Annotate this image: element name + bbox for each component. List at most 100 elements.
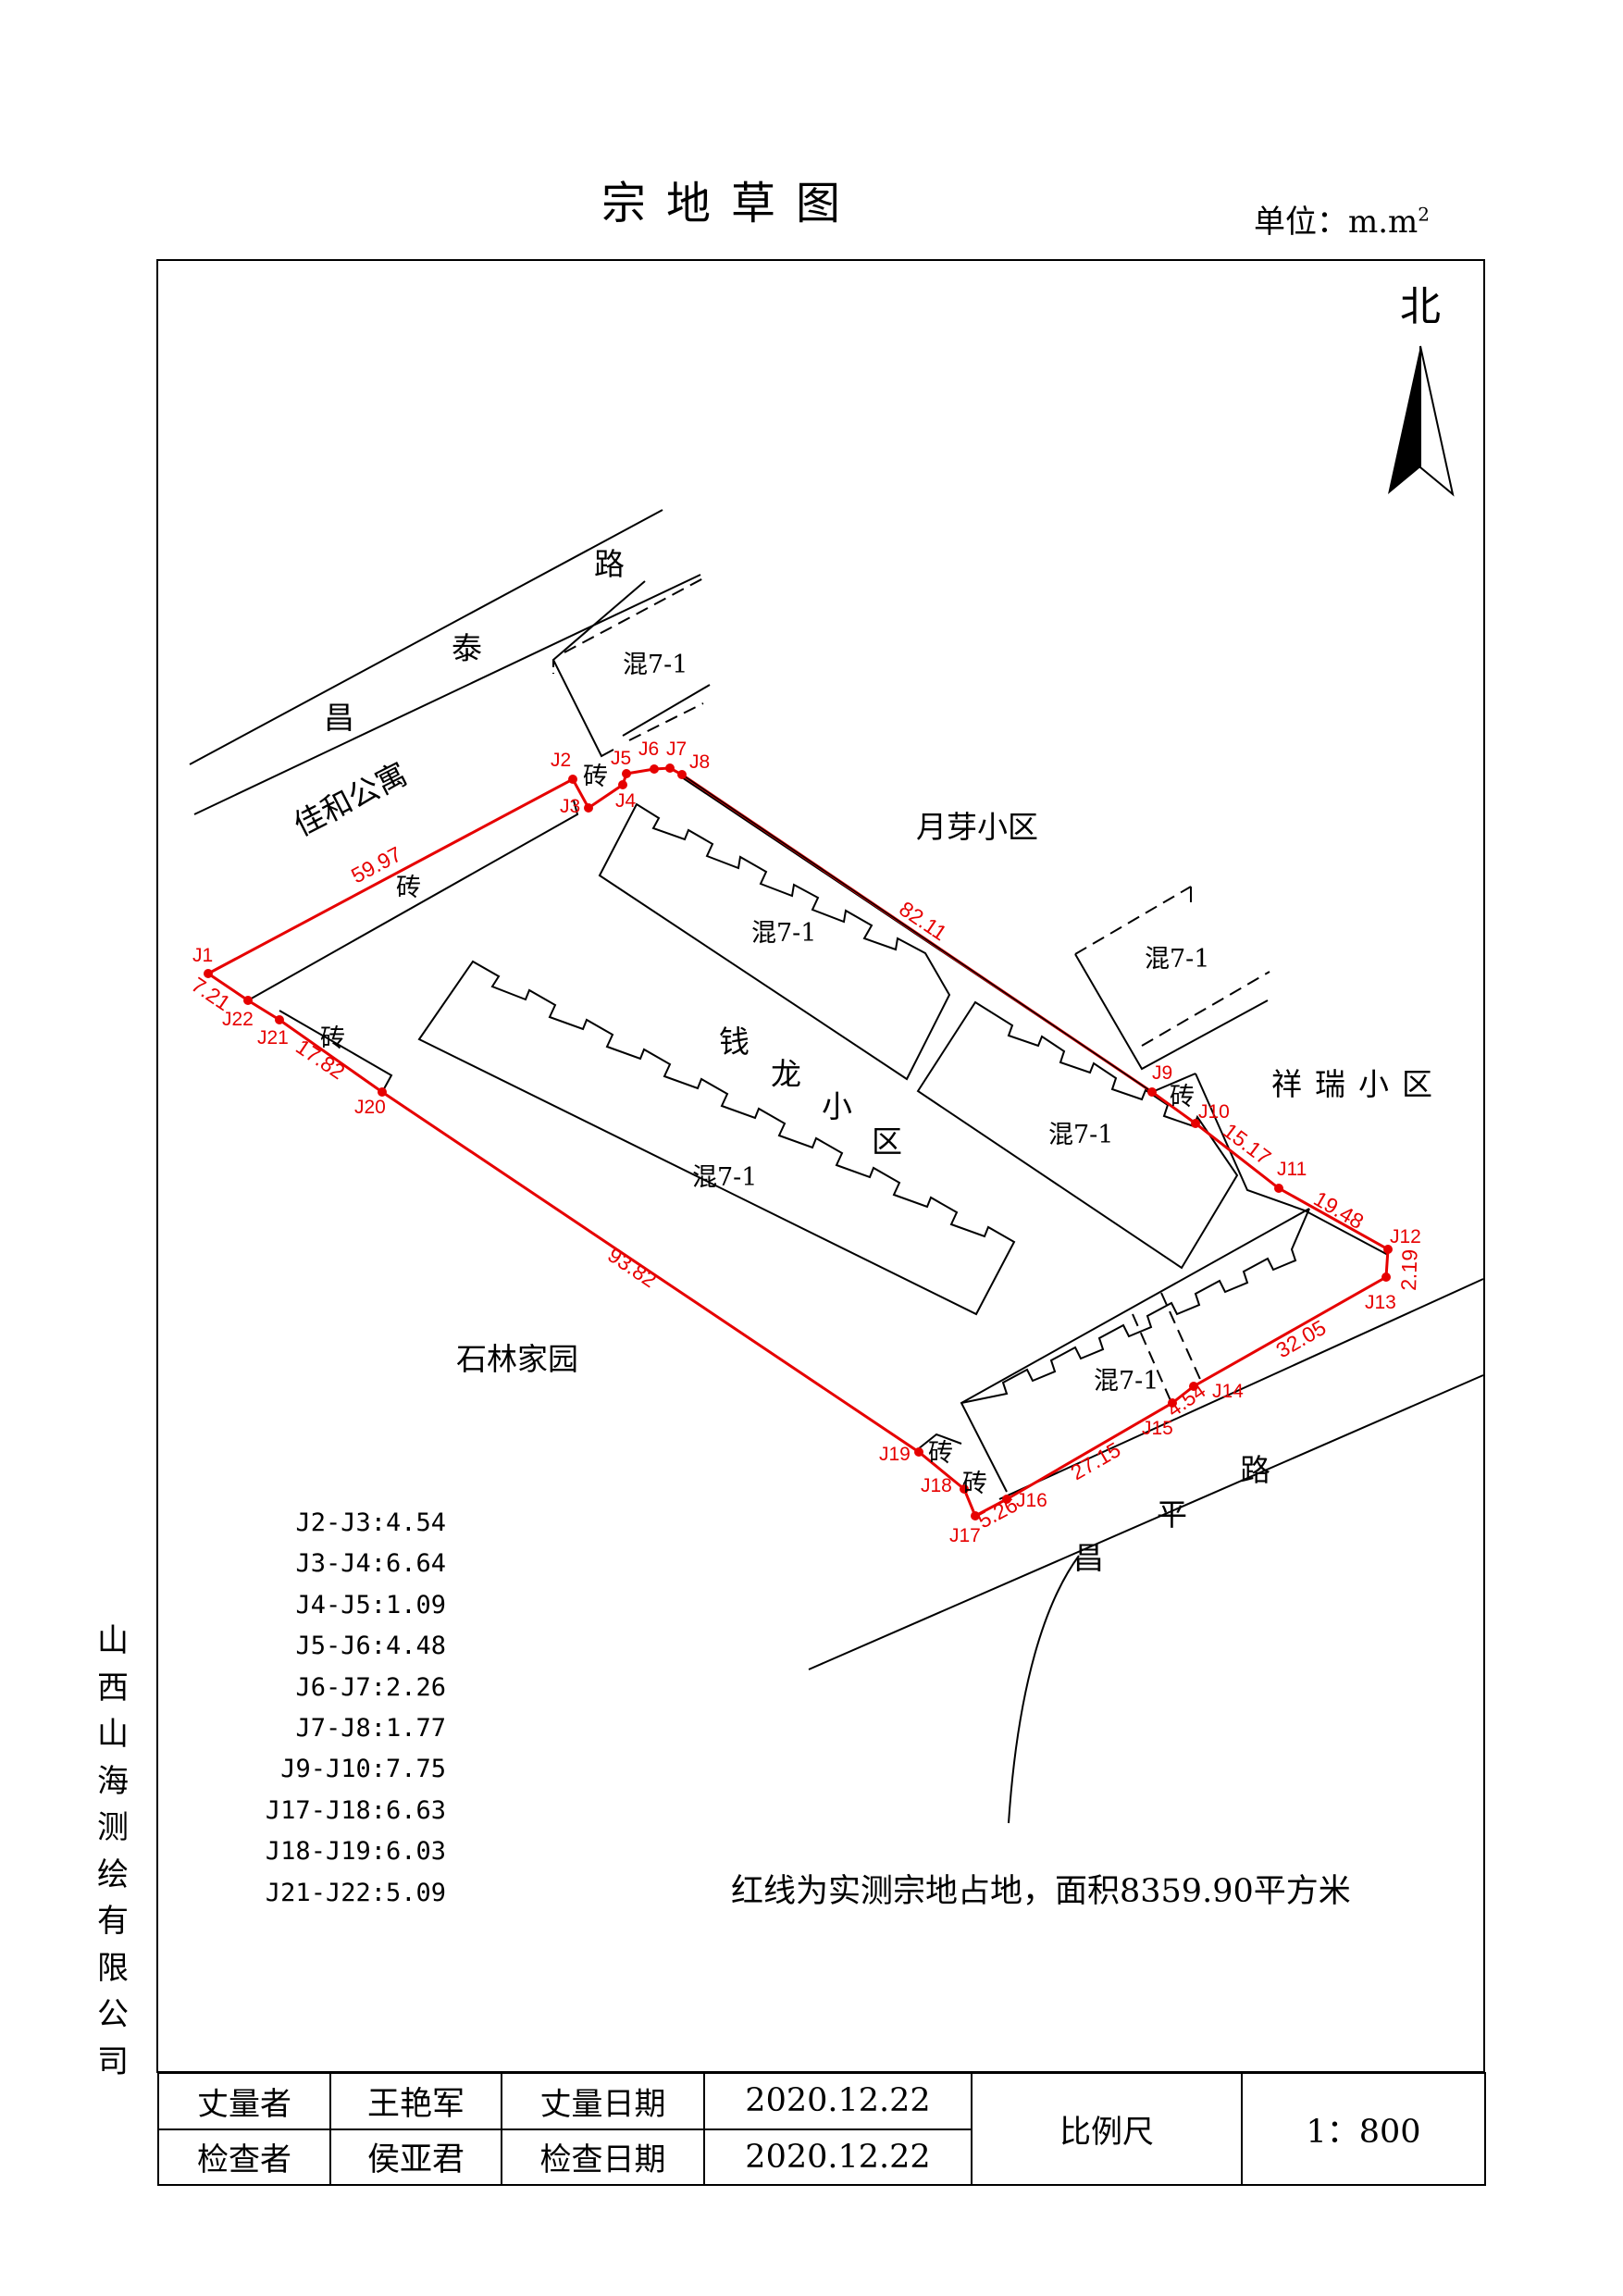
changping-road-edge-north — [998, 1278, 1484, 1500]
main-buildings — [417, 802, 1310, 1404]
signoff-row-check: 检查者 侯亚君 检查日期 2020.12.22 — [157, 2128, 1485, 2186]
company-name-vertical: 山 西 山 海 测 绘 有 限 公 司 — [93, 1618, 133, 2085]
label-shilin: 石林家园 — [456, 1341, 578, 1377]
j19-brick-box — [917, 1433, 962, 1450]
north-building-outline — [551, 580, 646, 758]
segment-item: J4-J5:1.09 — [295, 1590, 446, 1620]
label-qianlong-3: 小 — [822, 1088, 852, 1124]
point-j22 — [243, 996, 253, 1005]
company-char: 绘 — [97, 1855, 129, 1893]
road-south-char-3: 昌 — [1073, 1540, 1104, 1576]
label-j17: J17 — [949, 1525, 981, 1546]
point-j1 — [204, 969, 213, 978]
label-j9: J9 — [1152, 1062, 1172, 1084]
label-j16: J16 — [1016, 1490, 1047, 1511]
south-building-partition-2 — [1160, 1292, 1204, 1386]
point-j7 — [665, 763, 675, 773]
point-j17 — [971, 1511, 980, 1520]
company-char: 西 — [97, 1669, 129, 1706]
signoff-row-measure: 丈量者 王艳军 丈量日期 2020.12.22 比例尺 1：800 — [157, 2072, 1486, 2186]
label-j14: J14 — [1212, 1381, 1244, 1402]
company-char: 司 — [97, 2042, 129, 2080]
brick-label-j19: 砖 — [928, 1439, 953, 1468]
segment-item: J17-J18:6.63 — [265, 1795, 446, 1825]
changping-branch-curve — [1008, 1555, 1080, 1824]
label-j21: J21 — [257, 1027, 289, 1049]
label-yueya: 月芽小区 — [916, 809, 1038, 845]
scale-label: 比例尺 — [971, 2072, 1243, 2186]
label-j1: J1 — [192, 945, 213, 966]
north-arrow-icon — [1388, 346, 1420, 494]
building-west-block — [417, 960, 1016, 1316]
road-south-char-2: 平 — [1157, 1496, 1187, 1533]
west-brick-building — [279, 1010, 393, 1095]
label-j6: J6 — [638, 738, 659, 760]
label-qianlong-1: 钱 — [719, 1024, 750, 1060]
check-date: 2020.12.22 — [703, 2128, 973, 2186]
brick-label-j2: 砖 — [583, 763, 608, 791]
segment-item: J5-J6:4.48 — [295, 1632, 446, 1661]
check-date-label: 检查日期 — [501, 2128, 705, 2186]
point-j19 — [914, 1447, 923, 1457]
label-j3: J3 — [560, 796, 580, 817]
segment-item: J18-J19:6.03 — [265, 1837, 446, 1867]
company-char: 限 — [97, 1949, 129, 1987]
east-building-dash-bottom — [1141, 971, 1270, 1047]
label-j15: J15 — [1142, 1418, 1173, 1439]
point-j5 — [622, 769, 631, 778]
label-j7: J7 — [666, 738, 687, 760]
boundary-points — [204, 763, 1393, 1520]
label-j4: J4 — [615, 790, 637, 812]
point-j15 — [1168, 1398, 1177, 1408]
point-j11 — [1274, 1184, 1283, 1193]
concrete-label-block2: 混7-1 — [1048, 1121, 1113, 1149]
unit-text: 单位：m.m — [1254, 204, 1419, 241]
changtai-road-edge-north — [189, 509, 663, 765]
point-j4 — [618, 780, 627, 789]
point-j16 — [1002, 1495, 1011, 1504]
company-char: 山 — [97, 1716, 129, 1753]
material-labels: 砖 砖 砖 砖 砖 砖 混7-1 混7-1 混7-1 混7-1 混7-1 混7-… — [320, 651, 1209, 1498]
boundary-line-inner — [681, 774, 1153, 1093]
north-building-dash-top — [564, 577, 704, 653]
edge-j12-j13: 2.19 — [1396, 1249, 1422, 1292]
label-j12: J12 — [1390, 1226, 1421, 1247]
label-j8: J8 — [689, 751, 710, 773]
edge-j19-j20: 93.82 — [603, 1243, 661, 1293]
roads — [189, 509, 1484, 1824]
point-j12 — [1383, 1245, 1393, 1254]
company-char: 有 — [97, 1903, 129, 1940]
road-south-char-1: 路 — [1240, 1452, 1270, 1488]
north-label: 北 — [1400, 284, 1441, 329]
point-j18 — [960, 1484, 969, 1494]
road-north-char-1: 路 — [594, 546, 625, 582]
edge-j15-j16: 27.15 — [1067, 1437, 1125, 1484]
company-char: 海 — [97, 1762, 129, 1800]
north-wall-strip — [247, 800, 579, 1001]
point-j8 — [677, 770, 687, 779]
brick-label-west: 砖 — [320, 1024, 345, 1053]
label-jiahe: 佳和公寓 — [288, 755, 413, 843]
checker-name: 侯亚君 — [329, 2128, 502, 2186]
neighbor-buildings — [551, 577, 1270, 1071]
label-j19: J19 — [879, 1444, 911, 1465]
point-labels: J1 J2 J3 J4 J5 J6 J7 J8 J9 J10 J11 J12 J… — [192, 738, 1421, 1546]
concrete-label-yueya: 混7-1 — [1145, 945, 1209, 974]
segment-length-list: J2-J3:4.54 J3-J4:6.64 J4-J5:1.09 J5-J6:4… — [242, 1508, 446, 1919]
brick-label-j9: 砖 — [1170, 1083, 1195, 1111]
concrete-label-north: 混7-1 — [623, 651, 688, 679]
segment-item: J7-J8:1.77 — [295, 1713, 446, 1743]
point-j21 — [275, 1015, 284, 1024]
edge-j11-j12: 19.48 — [1310, 1186, 1369, 1234]
building-north-block — [598, 802, 951, 1081]
changping-road-edge-south — [808, 1374, 1484, 1670]
label-qianlong-2: 龙 — [771, 1056, 801, 1092]
north-building-dash-bottom — [628, 702, 704, 741]
measurer-name: 王艳军 — [329, 2072, 502, 2130]
label-j22: J22 — [222, 1009, 254, 1030]
point-j9 — [1147, 1087, 1157, 1097]
road-north-char-2: 泰 — [452, 630, 482, 666]
page-title: 宗地草图 — [601, 178, 861, 230]
point-j20 — [378, 1087, 387, 1097]
